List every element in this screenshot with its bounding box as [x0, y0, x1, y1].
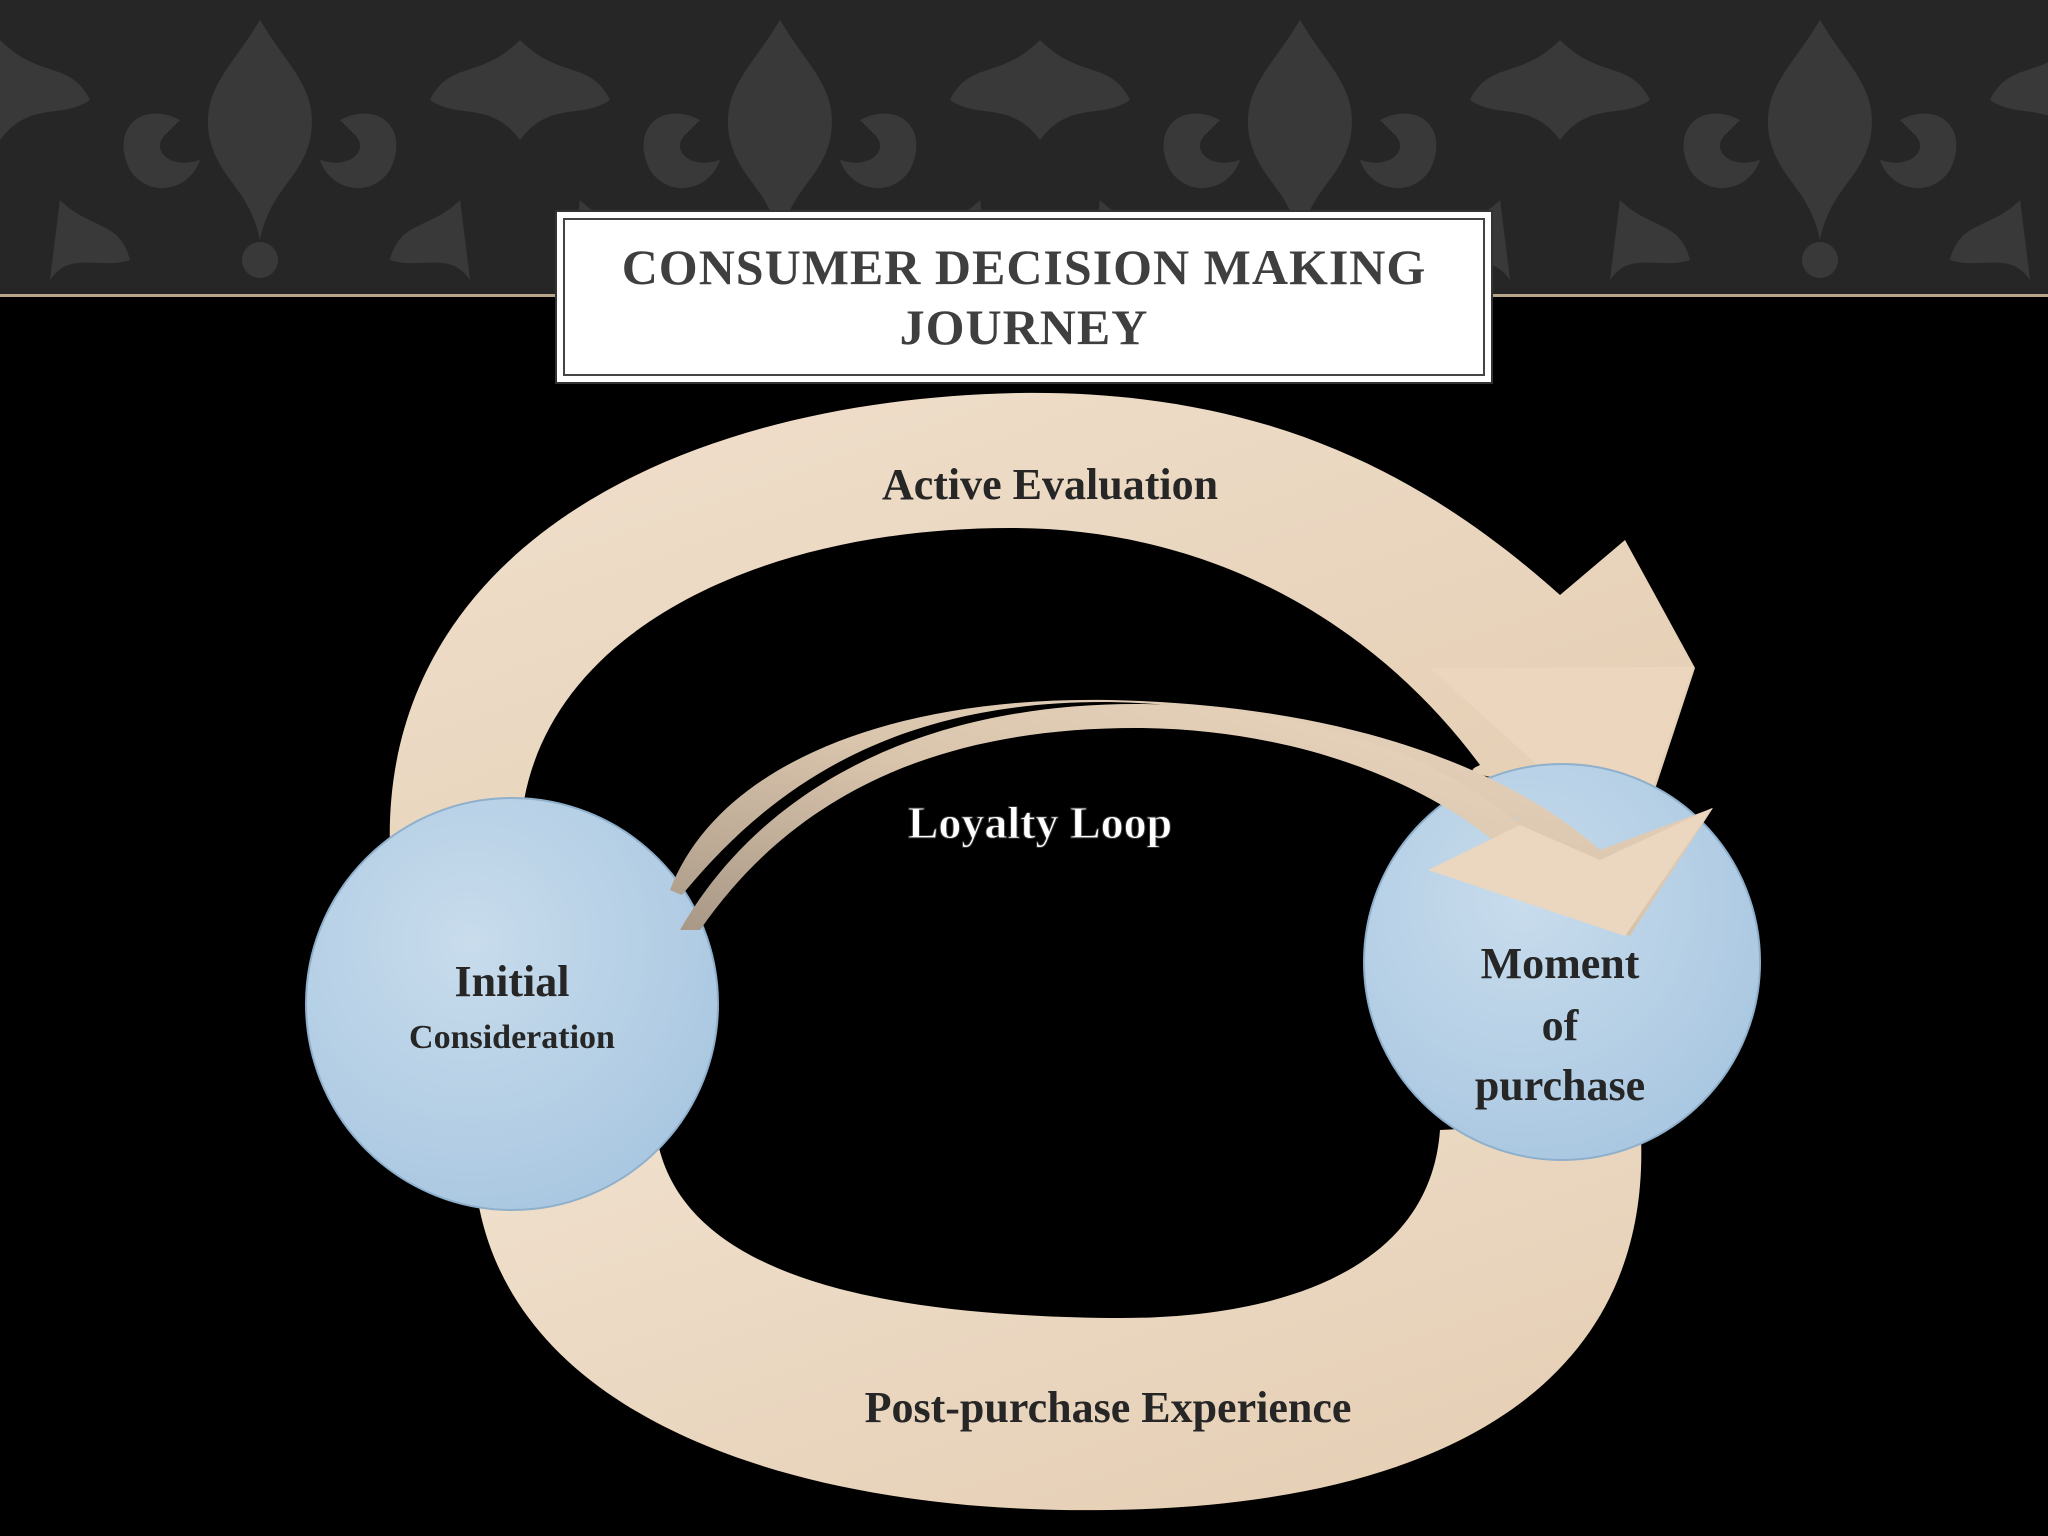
- moment-label-line2: of: [1542, 1001, 1580, 1050]
- title-box: CONSUMER DECISION MAKING JOURNEY: [555, 210, 1493, 384]
- active-evaluation-arrow: [389, 392, 1696, 850]
- moment-label-line3: purchase: [1475, 1061, 1645, 1110]
- loyalty-loop-body: [680, 703, 1525, 930]
- slide-title: CONSUMER DECISION MAKING JOURNEY: [621, 239, 1427, 355]
- initial-label-line1: Initial: [455, 957, 570, 1006]
- initial-label-line2: Consideration: [409, 1019, 615, 1056]
- active-evaluation-label: Active Evaluation: [882, 460, 1218, 509]
- post-purchase-label: Post-purchase Experience: [865, 1383, 1352, 1432]
- post-purchase-arrow: [475, 1120, 1642, 1511]
- title-inner-border: [563, 218, 1485, 376]
- loyalty-loop-label: Loyalty Loop: [908, 797, 1173, 848]
- moment-label-line1: Moment: [1481, 939, 1640, 988]
- loyalty-loop-arrowhead: [1428, 808, 1712, 936]
- initial-consideration-circle: [305, 797, 719, 1211]
